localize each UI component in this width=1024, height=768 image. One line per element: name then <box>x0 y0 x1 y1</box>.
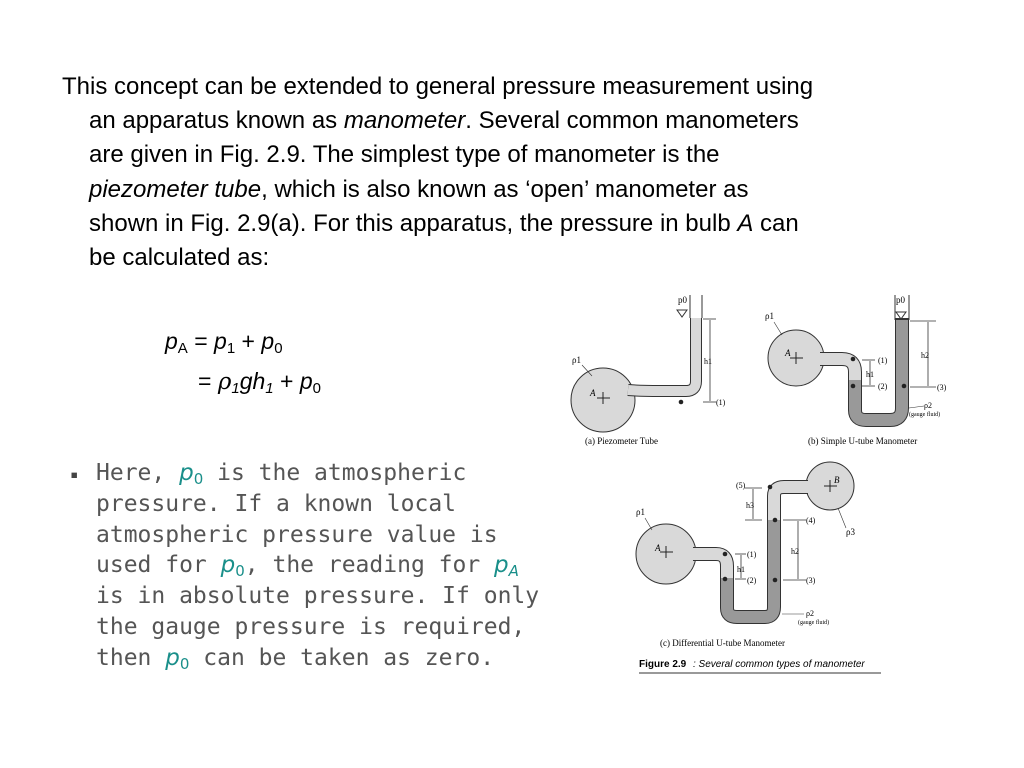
svg-text:h2: h2 <box>791 547 799 556</box>
svg-text:(gauge fluid): (gauge fluid) <box>909 411 940 418</box>
svg-text:A: A <box>589 388 596 398</box>
svg-text:(5): (5) <box>736 481 746 490</box>
svg-text:(1): (1) <box>716 398 726 407</box>
differential-u-tube-diagram: h1 (1) (2) h2 (4) (3) h3 (5) A B ρ1 ρ3 ρ… <box>635 461 855 648</box>
term-piezometer-tube: piezometer tube <box>89 175 262 203</box>
svg-text:(2): (2) <box>747 576 757 585</box>
figure-caption: Figure 2.9 : Several common types of man… <box>639 659 881 674</box>
caption-c: (c) Differential U-tube Manometer <box>660 638 785 648</box>
svg-text:(2): (2) <box>878 382 888 391</box>
intro-line-5: shown in Fig. 2.9(a). For this apparatus… <box>89 209 799 237</box>
intro-line-3: are given in Fig. 2.9. The simplest type… <box>89 141 720 169</box>
svg-text:ρ2: ρ2 <box>924 401 932 410</box>
svg-text:Figure 2.9: Figure 2.9 <box>639 659 687 670</box>
svg-text:ρ1: ρ1 <box>765 311 774 321</box>
svg-text:B: B <box>834 475 840 485</box>
intro-line-2: an apparatus known as manometer. Several… <box>89 107 799 135</box>
svg-text:h1: h1 <box>737 565 745 574</box>
svg-text:A: A <box>784 348 791 358</box>
intro-paragraph: This concept can be extended to general … <box>62 70 962 275</box>
svg-text:ρ3: ρ3 <box>846 527 855 537</box>
svg-text:ρ1: ρ1 <box>636 507 645 517</box>
svg-text:p0: p0 <box>896 295 906 305</box>
svg-text:(1): (1) <box>747 550 757 559</box>
svg-text:: Several common types of man: : Several common types of manometer <box>693 659 865 670</box>
term-manometer: manometer <box>343 107 466 135</box>
svg-text:h3: h3 <box>746 501 754 510</box>
bullet-marker: ▪ <box>70 467 79 483</box>
svg-text:(gauge fluid): (gauge fluid) <box>798 619 829 626</box>
caption-b: (b) Simple U-tube Manometer <box>808 436 917 446</box>
u-tube-diagram: p0 h2 (3) h1 (1) (2) A ρ1 ρ2 (gauge flui… <box>765 295 947 446</box>
svg-text:(4): (4) <box>806 516 816 525</box>
svg-text:A: A <box>654 543 661 553</box>
caption-a: (a) Piezometer Tube <box>585 436 658 446</box>
svg-text:p0: p0 <box>678 295 688 305</box>
svg-text:ρ1: ρ1 <box>572 355 581 365</box>
svg-text:h1: h1 <box>704 357 712 366</box>
svg-text:(3): (3) <box>937 383 947 392</box>
intro-line-4: piezometer tube, which is also known as … <box>89 175 749 203</box>
svg-text:ρ2: ρ2 <box>806 609 814 618</box>
svg-text:h2: h2 <box>921 351 929 360</box>
intro-line-1: This concept can be extended to general … <box>62 73 814 100</box>
svg-text:h1: h1 <box>866 370 874 379</box>
svg-text:(3): (3) <box>806 576 816 585</box>
piezometer-diagram: p0 h1 (1) A ρ1 (a) Piezometer Tube <box>570 295 726 446</box>
svg-text:(1): (1) <box>878 356 888 365</box>
equation-line-2: = ρ1gh1 + p0 <box>198 368 321 397</box>
equation-line-1: pA = p1 + p0 <box>165 328 283 357</box>
intro-line-6: be calculated as: <box>89 244 270 272</box>
